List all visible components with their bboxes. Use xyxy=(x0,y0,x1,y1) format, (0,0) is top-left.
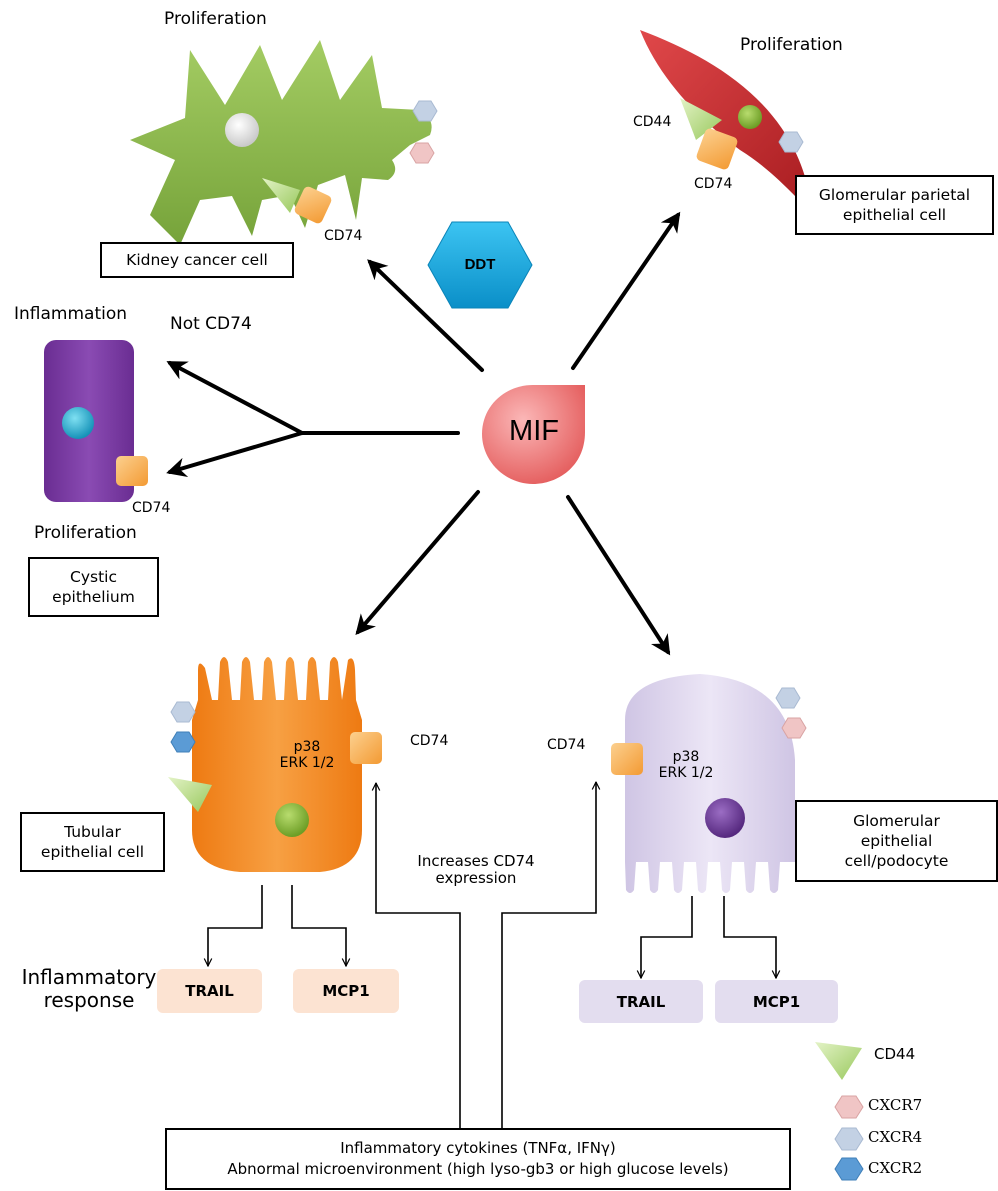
tubular-cxcr2-receptor xyxy=(170,731,196,753)
cystic-proliferation-label: Proliferation xyxy=(34,523,137,543)
cytokines-box-line1: Inflammatory cytokines (TNFα, IFNγ) xyxy=(340,1139,616,1157)
legend-cxcr4-icon xyxy=(834,1127,864,1151)
tubular-mcp1-output: MCP1 xyxy=(293,969,399,1013)
legend-cxcr7-label: CXCR7 xyxy=(868,1096,923,1114)
tubular-nucleus xyxy=(275,803,309,837)
kidney-cancer-proliferation-label: Proliferation xyxy=(164,9,267,29)
arrow-to-podocyte xyxy=(566,495,671,656)
tubular-cd74-receptor xyxy=(350,732,382,764)
parietal-cell-box: Glomerular parietal epithelial cell xyxy=(795,175,994,235)
tubular-cd74-label: CD74 xyxy=(410,733,449,749)
tubular-epithelial-box-line1: Tubular xyxy=(64,822,121,841)
tubular-epithelial-box: Tubular epithelial cell xyxy=(20,812,165,872)
parietal-cxcr4-receptor xyxy=(778,131,804,153)
legend-cxcr2-label: CXCR2 xyxy=(868,1159,923,1177)
podocyte-box-line1: Glomerular xyxy=(853,811,940,830)
tubular-cxcr4-receptor xyxy=(170,701,196,723)
legend-cd44-label: CD44 xyxy=(874,1045,916,1063)
arrow-to-kidney-cancer xyxy=(367,259,484,372)
not-cd74-label: Not CD74 xyxy=(170,314,252,334)
kidney-cancer-nucleus xyxy=(225,113,259,147)
kidney-cancer-cxcr4-receptor xyxy=(412,100,438,122)
podocyte-cd74-receptor xyxy=(611,743,643,775)
cystic-nucleus xyxy=(62,407,94,439)
ddt-hexagon xyxy=(427,221,533,309)
parietal-cd74-receptor xyxy=(696,128,738,170)
tubular-cell-body xyxy=(192,657,362,872)
kidney-cancer-cd44-receptor xyxy=(262,178,300,213)
cystic-epithelium-box-line1: Cystic xyxy=(70,567,117,586)
tubular-kinase-line1: p38 xyxy=(293,739,321,755)
kidney-cancer-cell-box-label: Kidney cancer cell xyxy=(126,250,268,269)
arrow-to-parietal xyxy=(571,211,681,370)
parietal-cell-box-line2: epithelial cell xyxy=(842,206,947,224)
podocyte-kinase-line1: p38 xyxy=(672,749,700,765)
tubular-cd44-receptor xyxy=(168,777,212,812)
arrow-to-tubular xyxy=(355,490,480,636)
parietal-cd74-label: CD74 xyxy=(694,176,733,192)
podocyte-box-line2: epithelial xyxy=(860,831,933,850)
arrow-to-cystic-inflammation xyxy=(166,361,304,435)
podocyte-kinase-label: p38 ERK 1/2 xyxy=(650,749,722,781)
tubular-epithelial-box-line2: epithelial cell xyxy=(40,843,145,861)
cytokines-box-line2: Abnormal microenvironment (high lyso-gb3… xyxy=(227,1160,729,1178)
podocyte-trail-output: TRAIL xyxy=(579,980,703,1023)
kidney-cancer-cell-box: Kidney cancer cell xyxy=(100,242,294,278)
parietal-proliferation-label: Proliferation xyxy=(740,35,843,55)
inflammatory-response-line1: Inflammatory xyxy=(21,965,157,989)
legend-cd44-icon xyxy=(815,1042,862,1080)
increases-cd74-label: Increases CD74 expression xyxy=(392,852,560,888)
podocyte-box-line3: cell/podocyte xyxy=(844,852,949,871)
podocyte-cd74-label: CD74 xyxy=(547,737,586,753)
arrow-to-cystic-proliferation xyxy=(166,431,304,478)
parietal-cd44-receptor xyxy=(680,98,722,140)
legend-cxcr4-label: CXCR4 xyxy=(868,1128,923,1146)
podocyte-to-mcp1-arrow xyxy=(723,896,776,978)
kidney-cancer-cd74-receptor xyxy=(294,186,332,224)
increases-cd74-line2: expression xyxy=(435,869,517,888)
cytokines-to-tubular-arrow xyxy=(376,783,461,1128)
podocyte-nucleus xyxy=(705,798,745,838)
parietal-nucleus xyxy=(738,105,762,129)
podocyte-cxcr7-receptor xyxy=(781,717,807,739)
ddt-label: DDT xyxy=(464,256,496,273)
cystic-cd74-label: CD74 xyxy=(132,500,171,516)
tubular-trail-output: TRAIL xyxy=(157,969,262,1013)
parietal-cd44-label: CD44 xyxy=(633,114,672,130)
mif-label: MIF xyxy=(509,415,559,447)
podocyte-to-trail-arrow xyxy=(641,896,693,978)
cystic-cd74-receptor xyxy=(116,456,148,486)
cystic-inflammation-label: Inflammation xyxy=(14,304,128,324)
podocyte-mcp1-output: MCP1 xyxy=(715,980,838,1023)
parietal-cell-body xyxy=(640,30,812,210)
tubular-kinase-line2: ERK 1/2 xyxy=(279,755,335,772)
legend-cxcr2-icon xyxy=(834,1157,864,1181)
cystic-epithelium-box-line2: epithelium xyxy=(52,588,135,606)
podocyte-box: Glomerular epithelial cell/podocyte xyxy=(795,800,998,882)
increases-cd74-line1: Increases CD74 xyxy=(417,852,535,870)
podocyte-cell-body xyxy=(625,674,795,893)
cystic-epithelium-box: Cystic epithelium xyxy=(28,557,159,617)
podocyte-kinase-line2: ERK 1/2 xyxy=(658,765,714,782)
cytokines-box: Inflammatory cytokines (TNFα, IFNγ) Abno… xyxy=(165,1128,791,1190)
tubular-kinase-label: p38 ERK 1/2 xyxy=(272,739,342,771)
kidney-cancer-cell-body xyxy=(130,40,432,245)
cytokines-to-podocyte-arrow xyxy=(501,782,596,1128)
inflammatory-response-line2: response xyxy=(43,988,135,1012)
kidney-cancer-cd74-label: CD74 xyxy=(324,228,363,244)
inflammatory-response-label: Inflammatory response xyxy=(14,966,164,1012)
kidney-cancer-cxcr7-receptor xyxy=(409,142,435,164)
parietal-cell-box-line1: Glomerular parietal xyxy=(818,185,971,204)
legend-cxcr7-icon xyxy=(834,1095,864,1119)
podocyte-cxcr4-receptor xyxy=(775,687,801,709)
tubular-to-mcp1-arrow xyxy=(291,885,346,966)
mif-droplet xyxy=(482,385,585,484)
tubular-to-trail-arrow xyxy=(208,885,263,966)
